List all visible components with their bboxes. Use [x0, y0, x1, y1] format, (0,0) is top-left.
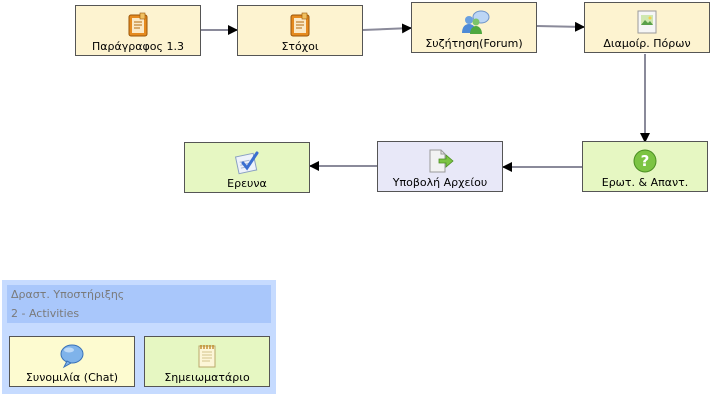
activity-node-paragraph[interactable]: Παράγραφος 1.3	[75, 5, 201, 56]
activity-label: Παράγραφος 1.3	[92, 40, 184, 53]
connector-forum-resources	[536, 21, 585, 32]
activity-label: Συζήτηση(Forum)	[425, 37, 523, 50]
activity-label: Στόχοι	[281, 40, 319, 53]
activity-node-resources[interactable]: Διαμοίρ. Πόρων	[584, 2, 710, 53]
support-panel-count: 2 - Activities	[11, 307, 80, 320]
support-panel-header: Δραστ. Υποστήριξης 2 - Activities	[7, 285, 271, 323]
notebook-icon	[76, 12, 200, 38]
activity-node-submit[interactable]: Υποβολή Αρχείου	[377, 141, 503, 192]
question-icon: ?	[583, 148, 707, 174]
svg-text:?: ?	[641, 152, 650, 170]
support-node-notebook[interactable]: Σημειωματάριο	[144, 336, 270, 387]
activity-node-goals[interactable]: Στόχοι	[237, 5, 363, 56]
support-panel-title: Δραστ. Υποστήριξης	[11, 288, 125, 301]
connector-goals-forum	[362, 23, 412, 34]
activity-node-research[interactable]: Ερευνα	[184, 142, 310, 193]
notepad-icon	[145, 343, 269, 369]
support-activities-panel: Δραστ. Υποστήριξης 2 - Activities Συνομι…	[2, 280, 276, 394]
activity-label: Ερωτ. & Απαντ.	[601, 176, 689, 189]
chat-bubble-icon	[10, 343, 134, 369]
support-node-chat[interactable]: Συνομιλία (Chat)	[9, 336, 135, 387]
activity-node-qa[interactable]: ? Ερωτ. & Απαντ.	[582, 141, 708, 192]
survey-check-icon	[185, 149, 309, 175]
file-submit-icon	[378, 148, 502, 174]
image-resource-icon	[585, 9, 709, 35]
activity-label: Σημειωματάριο	[164, 371, 250, 384]
activity-label: Συνομιλία (Chat)	[25, 371, 119, 384]
notebook-icon	[238, 12, 362, 38]
activity-label: Υποβολή Αρχείου	[392, 176, 488, 189]
activity-label: Διαμοίρ. Πόρων	[603, 37, 691, 50]
activity-label: Ερευνα	[227, 177, 267, 190]
forum-users-icon	[412, 9, 536, 35]
activity-node-forum[interactable]: Συζήτηση(Forum)	[411, 2, 537, 53]
